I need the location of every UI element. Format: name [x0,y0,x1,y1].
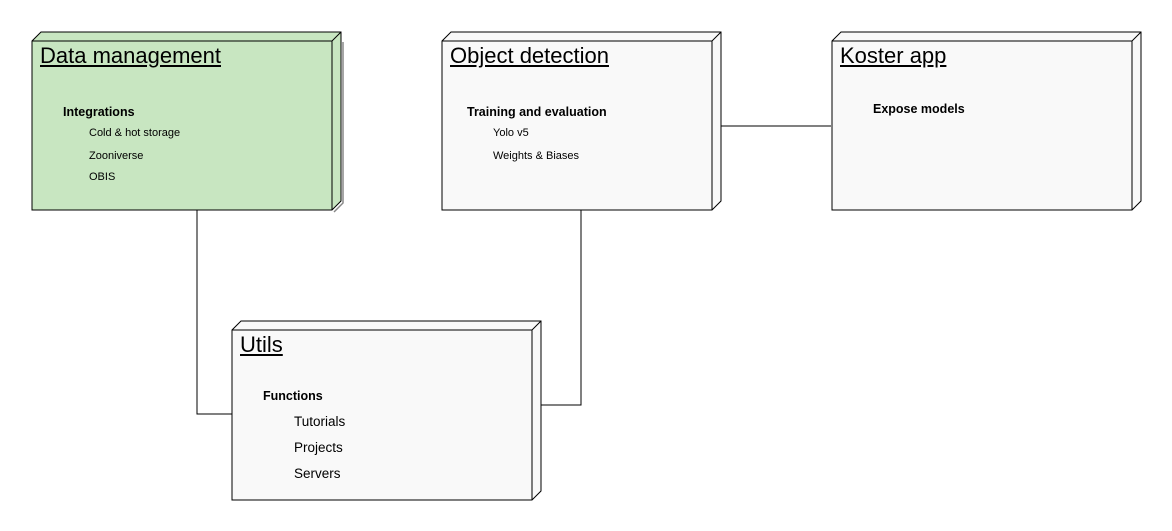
list-item: Tutorials [294,414,346,429]
node-title: Utils [240,332,283,357]
node-title: Object detection [450,43,609,68]
list-item: Cold & hot storage [89,127,181,139]
node-3d-box [31,31,344,213]
node-koster-app[interactable]: Koster app Expose models [831,31,1143,211]
node-utils[interactable]: Utils Functions Tutorials Projects Serve… [231,320,543,501]
list-item: Yolo v5 [493,127,529,139]
list-item: OBIS [89,171,116,183]
node-3d-box [441,31,722,211]
node-title: Koster app [840,43,947,68]
list-item: Zooniverse [89,150,144,162]
node-3d-box [231,320,542,501]
node-object-detection[interactable]: Object detection Training and evaluation… [441,31,723,211]
connector-data-management-utils [196,210,232,415]
list-item: Projects [294,440,343,455]
section-heading: Integrations [63,105,135,119]
section-heading: Functions [263,389,323,403]
node-data-management[interactable]: Data management Integrations Cold & hot … [31,31,344,213]
connector-object-detection-utils [541,210,582,406]
node-3d-box [831,31,1142,211]
list-item: Servers [294,466,341,481]
section-heading: Training and evaluation [467,105,607,119]
section-heading: Expose models [873,102,965,116]
node-title: Data management [40,43,221,68]
list-item: Weights & Biases [493,150,580,162]
